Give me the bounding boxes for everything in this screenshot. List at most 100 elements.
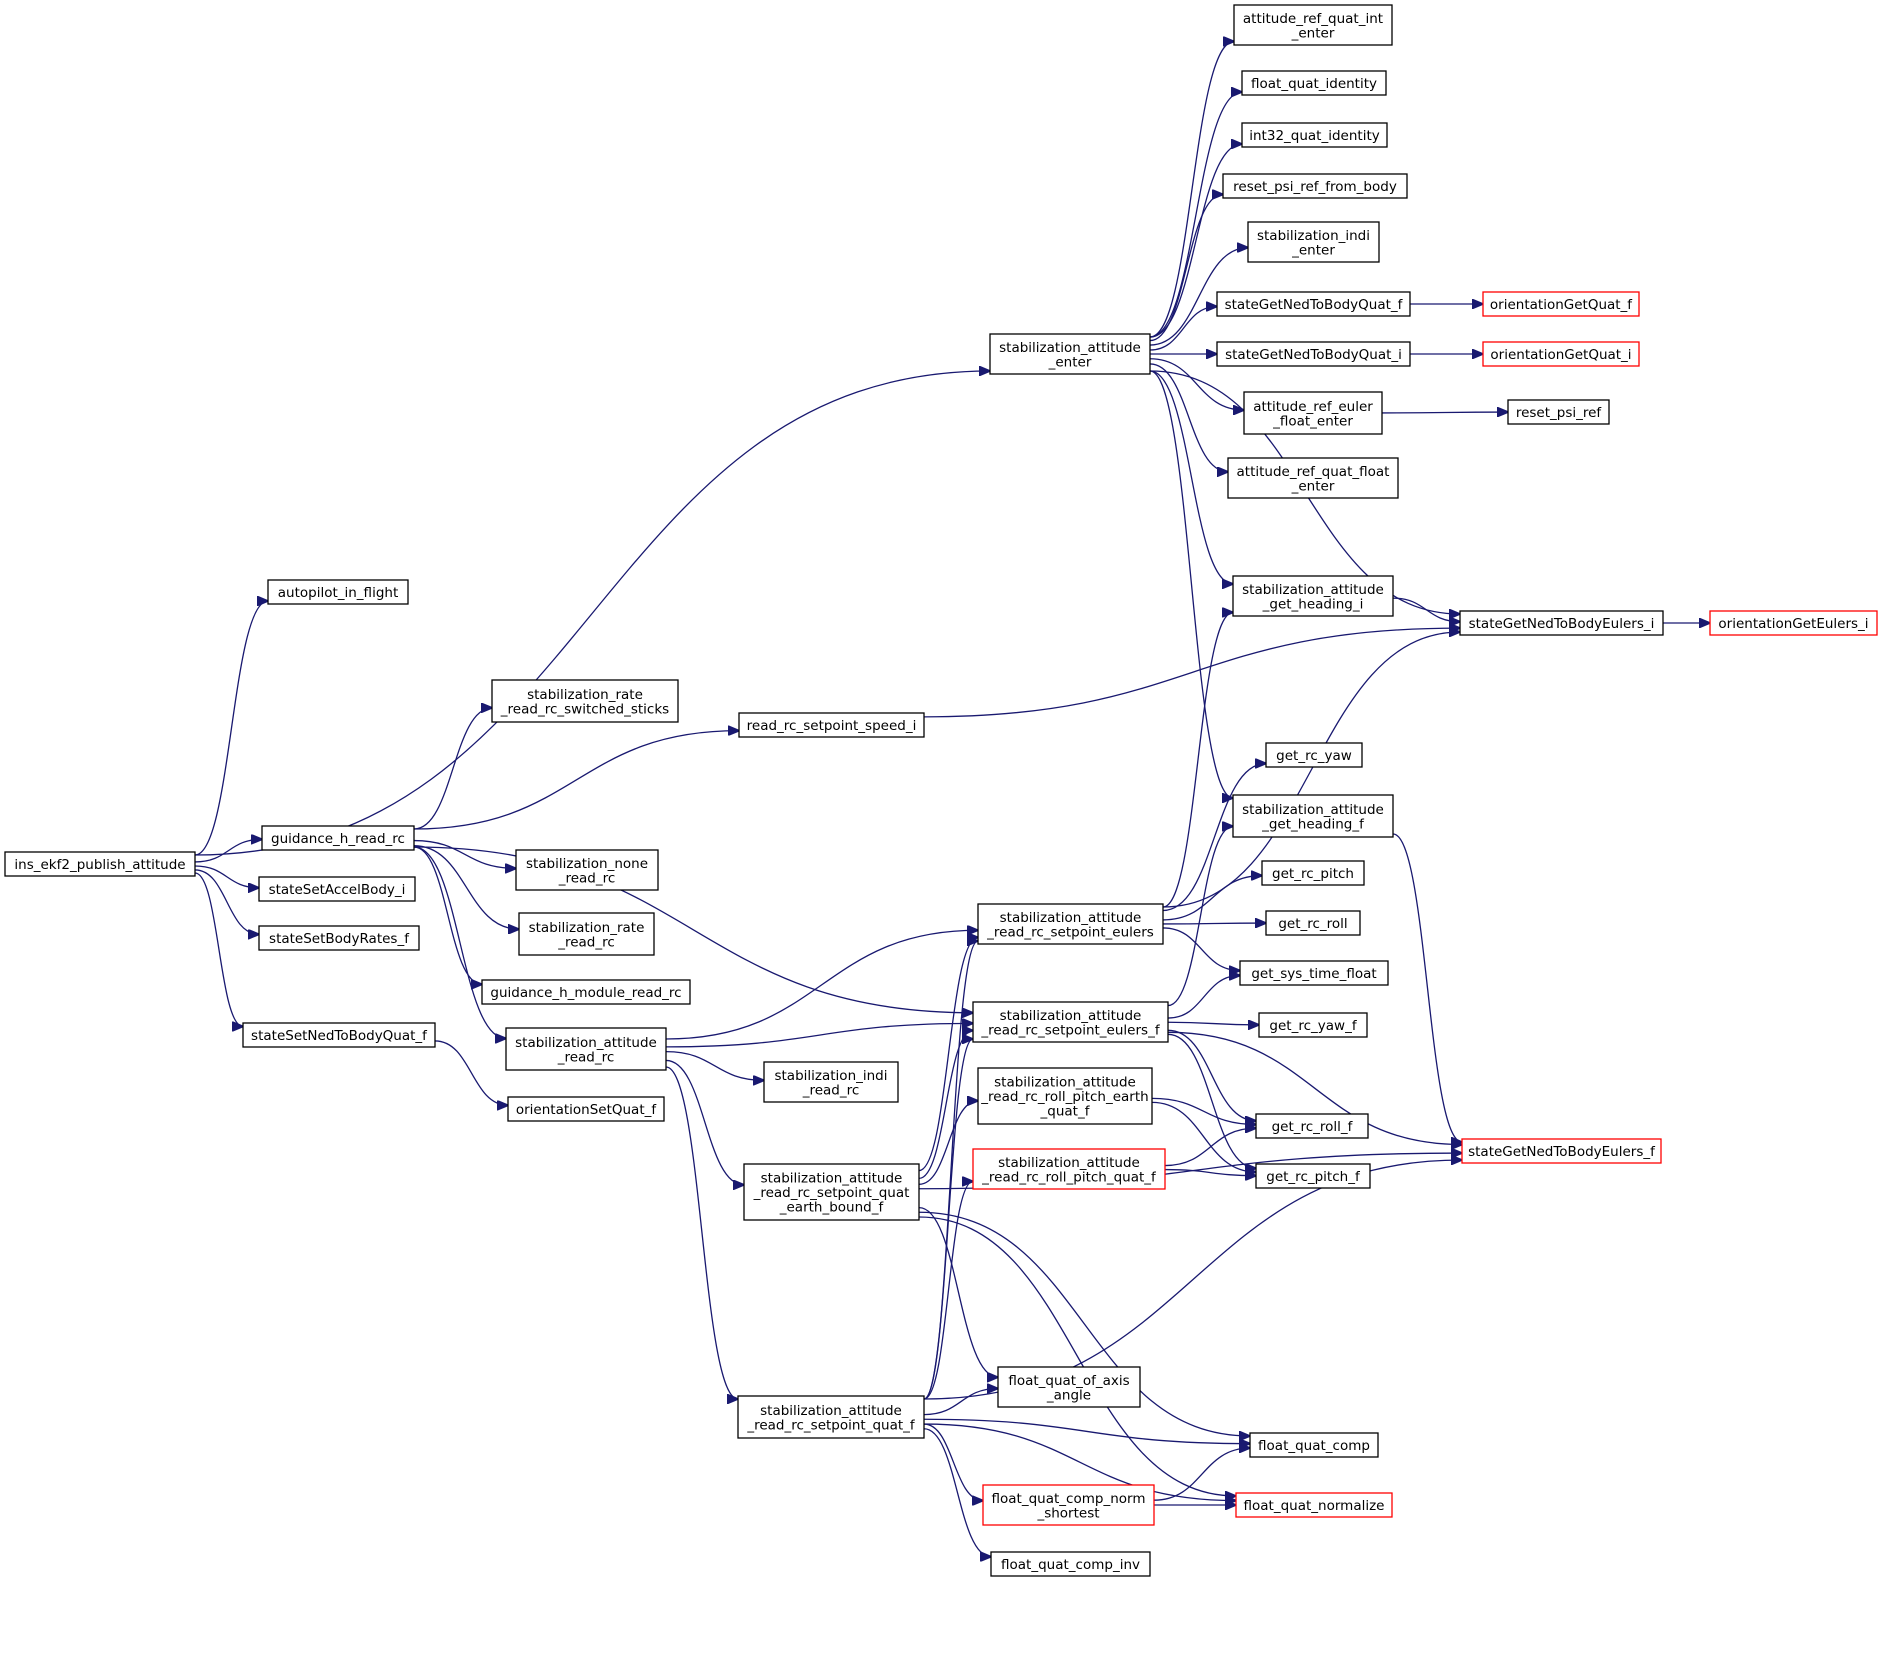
node-label: read_rc_setpoint_speed_i <box>747 718 917 734</box>
edge-stabilization-attitude-enter-to-reset-psi-ref-from-body <box>1149 194 1223 342</box>
node-label: stabilization_attitude <box>994 1075 1136 1091</box>
node-attitude-ref-euler-float-enter[interactable]: attitude_ref_euler_float_enter <box>1243 391 1383 435</box>
node-stabilization-attitude-read-rc-setpoint-eulers[interactable]: stabilization_attitude_read_rc_setpoint_… <box>977 903 1164 945</box>
node-get-rc-roll-f[interactable]: get_rc_roll_f <box>1255 1113 1369 1139</box>
node-label: _read_rc_setpoint_eulers <box>986 924 1154 940</box>
node-stategetnedtobodyquat-f[interactable]: stateGetNedToBodyQuat_f <box>1216 291 1411 317</box>
node-statesetbodyrates-f[interactable]: stateSetBodyRates_f <box>258 925 420 951</box>
node-label: autopilot_in_flight <box>278 585 399 601</box>
edge-stabilization-attitude-enter-to-attitude-ref-quat-float-enter <box>1149 363 1228 472</box>
node-box <box>743 1163 920 1221</box>
node-label: _read_rc_switched_sticks <box>500 701 669 717</box>
node-box <box>972 1001 1169 1043</box>
node-stabilization-indi-read-rc[interactable]: stabilization_indi_read_rc <box>763 1061 899 1103</box>
node-label: _enter <box>1048 354 1092 370</box>
node-label: _float_enter <box>1272 413 1353 429</box>
node-get-rc-yaw-f[interactable]: get_rc_yaw_f <box>1258 1012 1368 1038</box>
node-label: get_rc_roll <box>1278 916 1347 932</box>
node-attitude-ref-quat-float-enter[interactable]: attitude_ref_quat_float_enter <box>1227 457 1399 499</box>
node-label: get_rc_pitch <box>1272 866 1354 882</box>
node-box <box>1247 221 1380 263</box>
node-float-quat-identity[interactable]: float_quat_identity <box>1241 70 1387 96</box>
node-label: stabilization_attitude <box>999 340 1141 356</box>
node-stabilization-attitude-read-rc[interactable]: stabilization_attitude_read_rc <box>505 1027 667 1071</box>
edge-stabilization-attitude-read-rc-setpoint-eulers-f-to-get-sys-time-float <box>1167 975 1240 1019</box>
node-box <box>977 903 1164 945</box>
edge-guidance-h-read-rc-to-stabilization-attitude-read-rc <box>413 846 506 1038</box>
node-stabilization-attitude-read-rc-setpoint-quat-earth-bound-f[interactable]: stabilization_attitude_read_rc_setpoint_… <box>743 1163 920 1221</box>
node-float-quat-comp-norm-shortest[interactable]: float_quat_comp_norm_shortest <box>982 1484 1155 1526</box>
node-stategetnedtobodyeulers-f[interactable]: stateGetNedToBodyEulers_f <box>1461 1138 1662 1164</box>
node-stabilization-indi-enter[interactable]: stabilization_indi_enter <box>1247 221 1380 263</box>
edge-stabilization-attitude-enter-to-stategetnedtobodyquat-f <box>1149 307 1217 351</box>
edge-stabilization-attitude-read-rc-setpoint-quat-f-to-float-quat-comp-norm-shortest <box>923 1423 983 1501</box>
node-ins-ekf2-publish-attitude[interactable]: ins_ekf2_publish_attitude <box>4 851 196 877</box>
node-autopilot-in-flight[interactable]: autopilot_in_flight <box>267 579 409 605</box>
node-box <box>1258 1012 1368 1038</box>
node-stabilization-none-read-rc[interactable]: stabilization_none_read_rc <box>515 849 659 891</box>
node-stabilization-attitude-get-heading-f[interactable]: stabilization_attitude_get_heading_f <box>1232 794 1394 838</box>
node-get-rc-pitch-f[interactable]: get_rc_pitch_f <box>1255 1163 1371 1189</box>
node-stabilization-rate-read-rc[interactable]: stabilization_rate_read_rc <box>518 912 655 956</box>
node-box <box>1222 173 1408 199</box>
node-stabilization-attitude-get-heading-i[interactable]: stabilization_attitude_get_heading_i <box>1232 575 1394 617</box>
edge-stabilization-attitude-read-rc-setpoint-quat-f-to-float-quat-normalize <box>923 1423 1236 1501</box>
node-orientationgeteulers-i[interactable]: orientationGetEulers_i <box>1709 610 1878 636</box>
node-float-quat-comp[interactable]: float_quat_comp <box>1249 1432 1379 1458</box>
node-statesetnedtobodyquat-f[interactable]: stateSetNedToBodyQuat_f <box>242 1022 436 1048</box>
node-attitude-ref-quat-int-enter[interactable]: attitude_ref_quat_int_enter <box>1233 4 1393 46</box>
edge-stabilization-attitude-read-rc-setpoint-quat-f-to-stabilization-attitude-read-rc-setpoint-eulers <box>923 941 978 1400</box>
node-float-quat-normalize[interactable]: float_quat_normalize <box>1235 1492 1393 1518</box>
node-get-rc-yaw[interactable]: get_rc_yaw <box>1265 742 1363 768</box>
node-get-sys-time-float[interactable]: get_sys_time_float <box>1239 960 1389 986</box>
node-label: orientationGetQuat_i <box>1490 347 1631 363</box>
node-box <box>1265 742 1363 768</box>
edge-ins-ekf2-publish-attitude-to-guidance-h-read-rc <box>194 839 262 863</box>
edge-stabilization-attitude-read-rc-setpoint-eulers-f-to-get-rc-pitch-f <box>1167 1033 1256 1168</box>
node-read-rc-setpoint-speed-i[interactable]: read_rc_setpoint_speed_i <box>738 712 925 738</box>
edge-stabilization-attitude-read-rc-setpoint-quat-earth-bound-f-to-float-quat-normalize <box>918 1216 1236 1496</box>
node-reset-psi-ref-from-body[interactable]: reset_psi_ref_from_body <box>1222 173 1408 199</box>
node-label: float_quat_identity <box>1251 76 1377 92</box>
node-stabilization-attitude-enter[interactable]: stabilization_attitude_enter <box>989 333 1151 375</box>
node-stabilization-attitude-read-rc-setpoint-eulers-f[interactable]: stabilization_attitude_read_rc_setpoint_… <box>972 1001 1169 1043</box>
node-label: _enter <box>1291 478 1335 494</box>
node-stabilization-rate-read-rc-switched-sticks[interactable]: stabilization_rate_read_rc_switched_stic… <box>491 679 679 723</box>
node-stabilization-attitude-read-rc-setpoint-quat-f[interactable]: stabilization_attitude_read_rc_setpoint_… <box>737 1395 925 1439</box>
node-label: reset_psi_ref_from_body <box>1233 179 1397 195</box>
node-stabilization-attitude-read-rc-roll-pitch-earth-quat-f[interactable]: stabilization_attitude_read_rc_roll_pitc… <box>977 1067 1153 1125</box>
node-label: stabilization_indi <box>774 1068 887 1084</box>
node-float-quat-of-axis-angle[interactable]: float_quat_of_axis_angle <box>997 1366 1141 1408</box>
edge-stabilization-attitude-read-rc-setpoint-eulers-to-stategetnedtobodyeulers-i <box>1162 632 1460 908</box>
edge-stabilization-attitude-read-rc-setpoint-eulers-f-to-get-rc-roll-f <box>1167 1029 1256 1120</box>
node-stategetnedtobodyquat-i[interactable]: stateGetNedToBodyQuat_i <box>1216 341 1411 367</box>
node-guidance-h-read-rc[interactable]: guidance_h_read_rc <box>261 825 415 851</box>
node-label: float_quat_comp_inv <box>1001 1557 1140 1573</box>
edge-stabilization-attitude-enter-to-stabilization-indi-enter <box>1149 248 1248 346</box>
node-get-rc-roll[interactable]: get_rc_roll <box>1265 910 1361 936</box>
node-box <box>1233 4 1393 46</box>
node-label: reset_psi_ref <box>1516 405 1603 421</box>
node-label: stabilization_attitude <box>1242 802 1384 818</box>
node-orientationgetquat-i[interactable]: orientationGetQuat_i <box>1482 341 1640 367</box>
node-box <box>242 1022 436 1048</box>
node-label: _get_heading_f <box>1261 816 1365 832</box>
node-stategetnedtobodyeulers-i[interactable]: stateGetNedToBodyEulers_i <box>1459 610 1664 636</box>
node-label: _read_rc <box>558 870 616 886</box>
node-label: _shortest <box>1036 1505 1099 1521</box>
node-label: stabilization_attitude <box>1000 1008 1142 1024</box>
node-guidance-h-module-read-rc[interactable]: guidance_h_module_read_rc <box>481 979 691 1005</box>
node-get-rc-pitch[interactable]: get_rc_pitch <box>1261 860 1365 886</box>
node-float-quat-comp-inv[interactable]: float_quat_comp_inv <box>990 1551 1151 1577</box>
node-reset-psi-ref[interactable]: reset_psi_ref <box>1507 399 1610 425</box>
node-int32-quat-identity[interactable]: int32_quat_identity <box>1241 122 1388 148</box>
node-box <box>491 679 679 723</box>
node-statesetaccelbody-i[interactable]: stateSetAccelBody_i <box>258 876 416 902</box>
node-orientationsetquat-f[interactable]: orientationSetQuat_f <box>507 1096 665 1122</box>
node-orientationgetquat-f[interactable]: orientationGetQuat_f <box>1482 291 1640 317</box>
node-box <box>1227 457 1399 499</box>
node-stabilization-attitude-read-rc-roll-pitch-quat-f[interactable]: stabilization_attitude_read_rc_roll_pitc… <box>972 1148 1166 1190</box>
edge-guidance-h-read-rc-to-read-rc-setpoint-speed-i <box>413 731 739 830</box>
node-box <box>1239 960 1389 986</box>
node-box <box>507 1096 665 1122</box>
